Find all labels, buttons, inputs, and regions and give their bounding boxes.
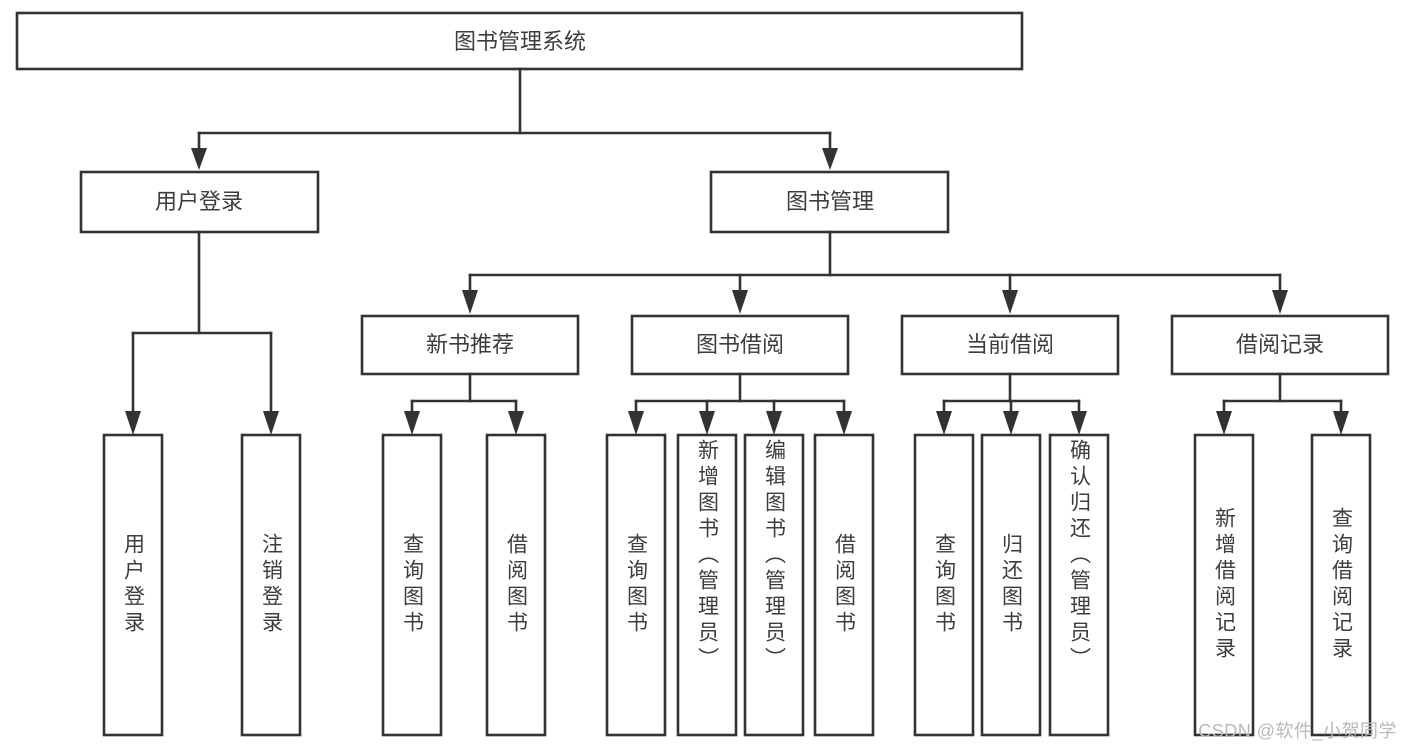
leaf-box-current-borrow-2[interactable] bbox=[980, 433, 1042, 737]
leaf-box-current-borrow-1[interactable] bbox=[913, 433, 975, 737]
arrow-root-to-user-login bbox=[191, 148, 207, 170]
node-book-borrow-label: 图书借阅 bbox=[696, 332, 784, 357]
node-book-management[interactable] bbox=[709, 170, 950, 234]
node-current-borrow-label: 当前借阅 bbox=[966, 332, 1054, 357]
arrow-book-borrow-leaf-4 bbox=[836, 411, 852, 435]
node-user-login-label: 用户登录 bbox=[155, 189, 243, 214]
arrow-to-borrow-record bbox=[1272, 290, 1288, 314]
node-borrow-record-label: 借阅记录 bbox=[1236, 332, 1324, 357]
leaf-box-book-borrow-4[interactable] bbox=[813, 433, 875, 737]
arrow-current-borrow-leaf-1 bbox=[936, 411, 952, 435]
arrow-to-new-book bbox=[462, 290, 478, 314]
node-borrow-record[interactable] bbox=[1170, 314, 1390, 376]
arrow-borrow-record-leaf-2 bbox=[1333, 411, 1349, 435]
arrow-current-borrow-leaf-2 bbox=[1003, 411, 1019, 435]
node-new-book-recommend-label: 新书推荐 bbox=[426, 332, 514, 357]
leaf-box-book-borrow-2[interactable] bbox=[676, 433, 738, 737]
node-current-borrow[interactable] bbox=[900, 314, 1120, 376]
leaf-box-book-borrow-3[interactable] bbox=[743, 433, 805, 737]
arrow-to-current-borrow bbox=[1002, 290, 1018, 314]
arrow-to-book-borrow bbox=[732, 290, 748, 314]
leaf-box-borrow-record-2[interactable] bbox=[1310, 433, 1372, 737]
leaf-box-new-book-2[interactable] bbox=[485, 433, 547, 737]
leaf-box-user-login-1[interactable] bbox=[102, 433, 164, 737]
arrow-book-borrow-leaf-2 bbox=[699, 411, 715, 435]
node-book-management-label: 图书管理 bbox=[786, 189, 874, 214]
arrow-borrow-record-leaf-1 bbox=[1216, 411, 1232, 435]
node-root-label: 图书管理系统 bbox=[454, 29, 586, 54]
leaf-box-book-borrow-1[interactable] bbox=[605, 433, 667, 737]
arrow-user-login-leaf-2 bbox=[263, 411, 279, 435]
arrow-book-borrow-leaf-3 bbox=[766, 411, 782, 435]
arrow-root-to-book-mgmt bbox=[822, 148, 838, 170]
arrow-new-book-leaf-1 bbox=[404, 411, 420, 435]
node-new-book-recommend[interactable] bbox=[360, 314, 580, 376]
leaf-box-new-book-1[interactable] bbox=[381, 433, 443, 737]
csdn-watermark: CSDN @软件_小贺同学 bbox=[1198, 721, 1397, 741]
arrow-book-borrow-leaf-1 bbox=[628, 411, 644, 435]
arrow-new-book-leaf-2 bbox=[508, 411, 524, 435]
leaf-box-borrow-record-1[interactable] bbox=[1193, 433, 1255, 737]
arrow-current-borrow-leaf-3 bbox=[1071, 411, 1087, 435]
leaf-box-current-borrow-3[interactable] bbox=[1048, 433, 1110, 737]
node-root[interactable] bbox=[15, 11, 1024, 71]
node-book-borrow[interactable] bbox=[630, 314, 850, 376]
leaf-box-user-login-2[interactable] bbox=[240, 433, 302, 737]
arrow-user-login-leaf-1 bbox=[125, 411, 141, 435]
